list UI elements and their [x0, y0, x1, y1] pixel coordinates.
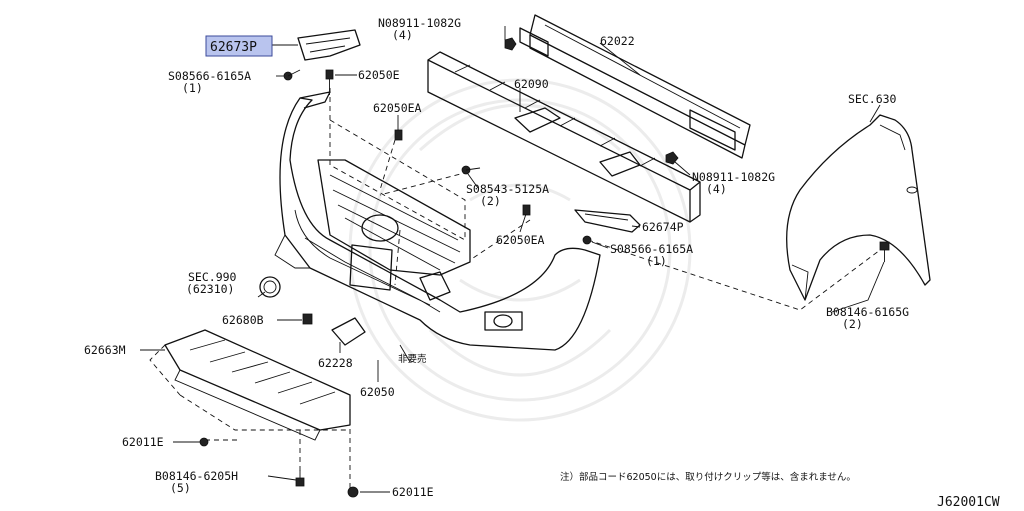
- callout-62090[interactable]: 62090: [514, 77, 549, 91]
- callout-08146-right[interactable]: B08146-6165G: [826, 305, 909, 319]
- bracket-62674P[interactable]: [574, 209, 641, 233]
- radiator-grille: [317, 159, 471, 276]
- cover-62228[interactable]: [331, 317, 366, 346]
- clip-62680B[interactable]: [302, 313, 313, 325]
- callout-62050E[interactable]: 62050E: [358, 68, 400, 82]
- callout-sec990[interactable]: SEC.990: [188, 270, 237, 284]
- callout-62663M[interactable]: 62663M: [84, 343, 126, 357]
- leader-lines: [140, 26, 885, 493]
- bumper-fascia-62050[interactable]: [274, 91, 601, 351]
- callout-08566-mid[interactable]: S08566-6165A: [610, 242, 693, 256]
- callout-08566-top-qty: (1): [182, 81, 203, 95]
- bolt-08566-mid[interactable]: [582, 235, 592, 245]
- callout-62050[interactable]: 62050: [360, 385, 395, 399]
- callout-62674P[interactable]: 62674P: [642, 220, 684, 234]
- reinforcement-62022[interactable]: [519, 14, 751, 159]
- callout-62050EA-top[interactable]: 62050EA: [373, 101, 422, 115]
- callout-62011E-a[interactable]: 62011E: [122, 435, 164, 449]
- fasteners: [199, 37, 890, 498]
- callout-08911-top-qty: (4): [392, 28, 413, 42]
- nut-08911-top[interactable]: [504, 37, 517, 51]
- callout-08566-top[interactable]: S08566-6165A: [168, 69, 251, 83]
- clip-62011E-b[interactable]: [347, 486, 359, 498]
- bolt-08566-top[interactable]: [283, 69, 301, 81]
- callout-62680B[interactable]: 62680B: [222, 313, 264, 327]
- clip-62050EA-top[interactable]: [394, 129, 403, 141]
- callout-08146-right-qty: (2): [842, 317, 863, 331]
- bolt-08146-bot[interactable]: [295, 470, 305, 487]
- clip-62011E-a[interactable]: [199, 437, 209, 447]
- callout-sec990-sub: (62310): [186, 282, 234, 296]
- callout-62011E-b[interactable]: 62011E: [392, 485, 434, 499]
- callout-08543-qty: (2): [480, 194, 501, 208]
- callout-62673P[interactable]: 62673P: [210, 40, 257, 55]
- callout-08543[interactable]: S08543-5125A: [466, 182, 549, 196]
- footnote: 注）部品コード62050には、取り付けクリップ等は、含まれません。: [560, 471, 856, 483]
- bolt-08543[interactable]: [461, 165, 481, 175]
- callouts: 62673P S08566-6165A (1) 62050E N08911-10…: [84, 16, 909, 499]
- callout-08566-mid-qty: (1): [646, 254, 667, 268]
- bracket-62673P[interactable]: [297, 29, 361, 61]
- callout-08911-mid[interactable]: N08911-1082G: [692, 170, 775, 184]
- assembly-lines: [149, 88, 881, 490]
- bolt-62050E[interactable]: [325, 69, 334, 95]
- callout-hikoushin: 非要売: [398, 353, 427, 365]
- callout-08911-top[interactable]: N08911-1082G: [378, 16, 461, 30]
- emblem-sec990[interactable]: [259, 276, 281, 298]
- highlight-62673P[interactable]: [205, 35, 273, 57]
- nut-08911-mid[interactable]: [665, 151, 679, 165]
- undercover-62663M[interactable]: [164, 329, 351, 441]
- diagram-code: J62001CW: [937, 495, 1000, 510]
- fender-sec630: [786, 114, 931, 301]
- callout-08146-bot-qty: (5): [170, 481, 191, 495]
- callout-08911-mid-qty: (4): [706, 182, 727, 196]
- bolt-08146-right[interactable]: [879, 241, 890, 262]
- callout-62228[interactable]: 62228: [318, 356, 353, 370]
- clip-62050EA-mid[interactable]: [522, 204, 531, 216]
- callout-08146-bot[interactable]: B08146-6205H: [155, 469, 238, 483]
- callout-sec630[interactable]: SEC.630: [848, 92, 897, 106]
- callout-62022[interactable]: 62022: [600, 34, 635, 48]
- energy-absorber-62090[interactable]: [427, 51, 701, 223]
- callout-62050EA-mid[interactable]: 62050EA: [496, 233, 545, 247]
